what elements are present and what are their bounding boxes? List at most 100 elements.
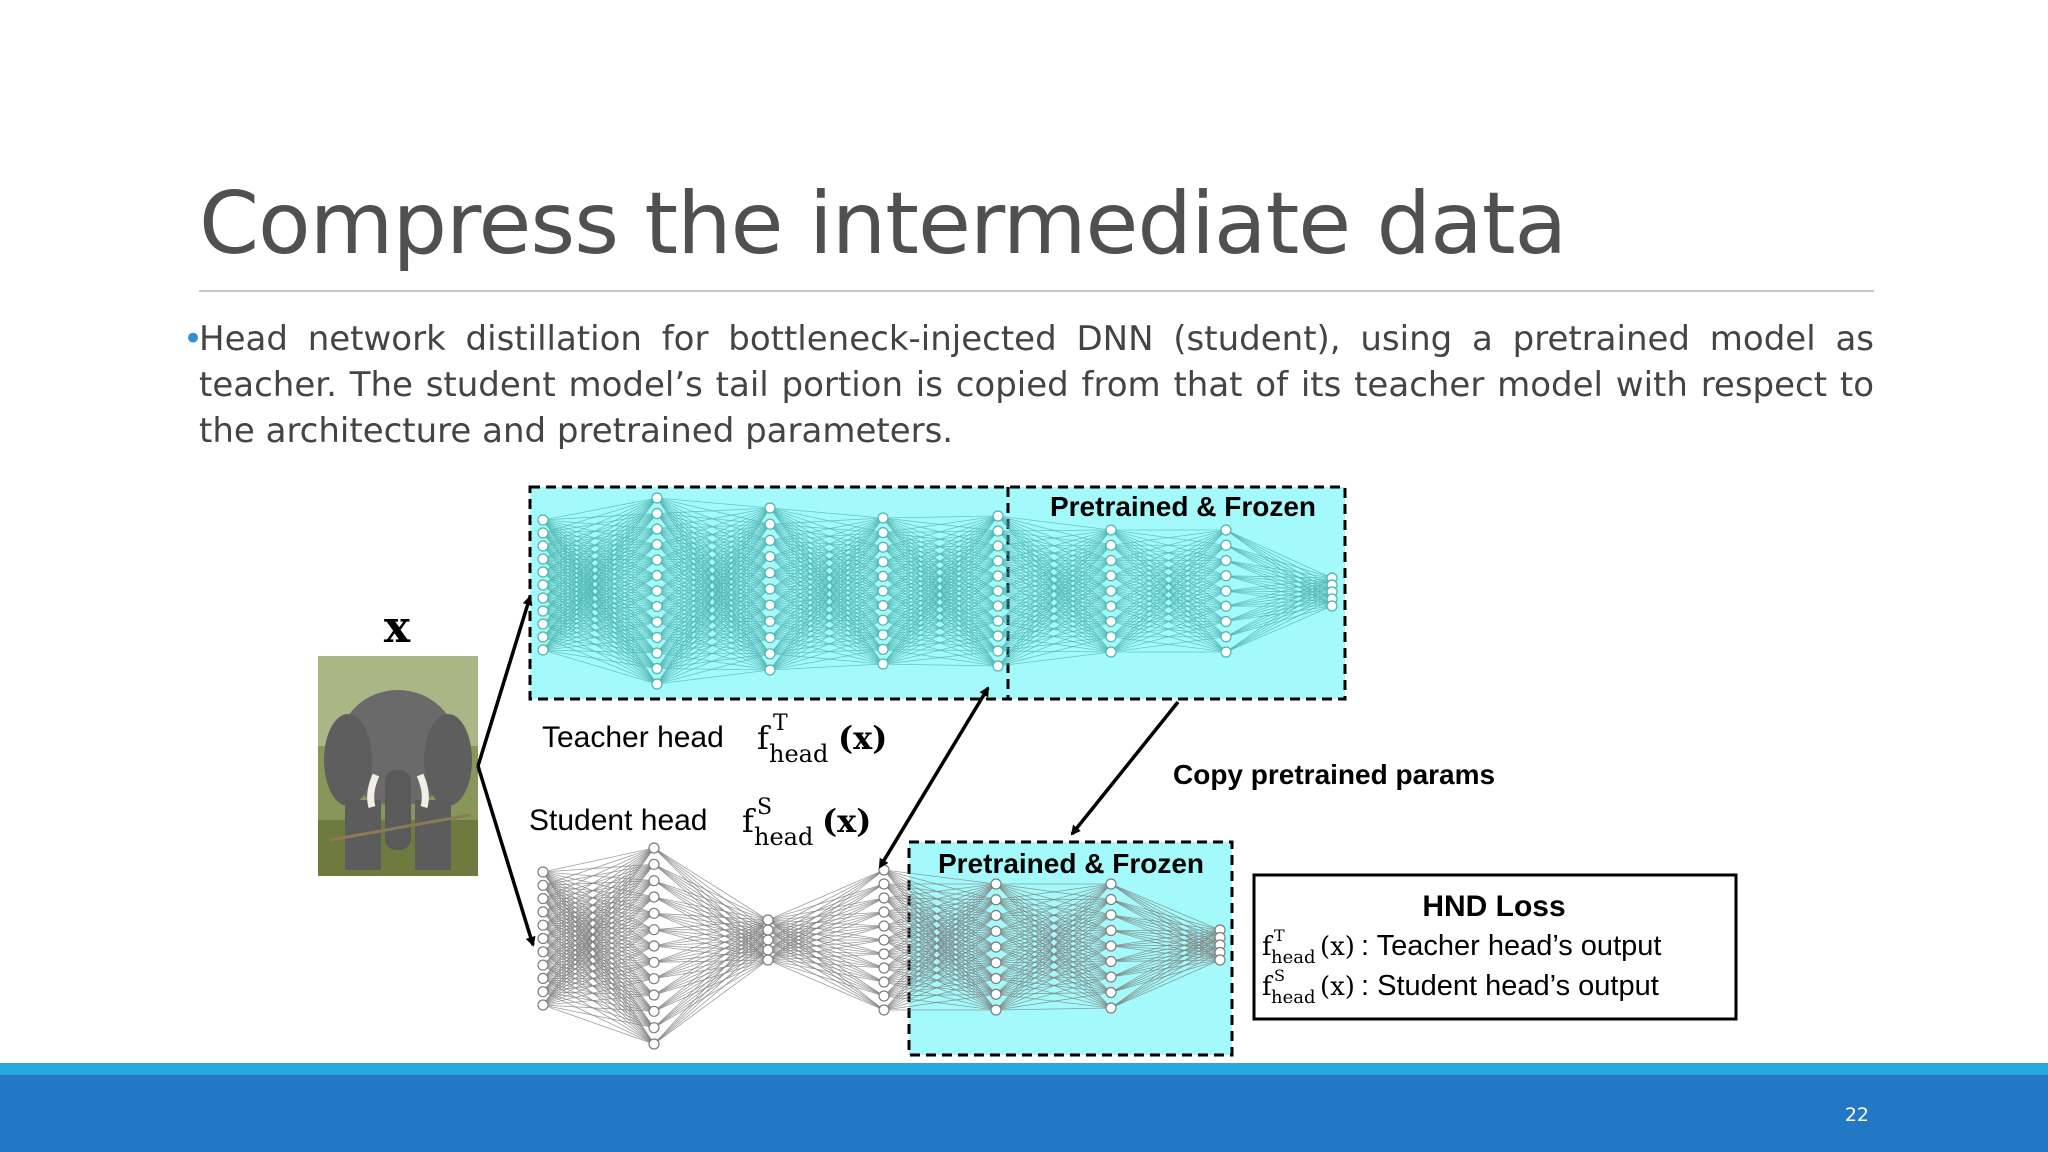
network-edge bbox=[653, 863, 769, 921]
network-edge bbox=[883, 930, 997, 955]
network-node bbox=[1220, 646, 1232, 658]
network-edge bbox=[656, 507, 771, 576]
network-edge bbox=[1225, 605, 1333, 638]
network-edge bbox=[769, 572, 884, 621]
network-node bbox=[651, 616, 663, 628]
footer-bar bbox=[0, 1075, 2048, 1152]
network-edge bbox=[883, 911, 997, 916]
network-edge bbox=[542, 649, 658, 685]
title-divider bbox=[199, 290, 1874, 292]
network-edge bbox=[1110, 952, 1221, 1009]
network-edge bbox=[542, 575, 658, 651]
network-edge bbox=[882, 515, 999, 665]
network-edge bbox=[769, 517, 884, 557]
network-node bbox=[990, 925, 1002, 937]
network-edge bbox=[1225, 590, 1333, 607]
network-node bbox=[651, 647, 663, 659]
network-edge bbox=[656, 572, 771, 685]
svg-text:f: f bbox=[1262, 932, 1274, 962]
network-edge bbox=[542, 584, 658, 654]
network-edge bbox=[769, 619, 884, 638]
network-edge bbox=[997, 605, 1112, 667]
network-edge bbox=[883, 899, 997, 927]
network-edge bbox=[1225, 584, 1333, 607]
teacher-network bbox=[537, 492, 1338, 690]
network-edge bbox=[542, 528, 658, 651]
network-edge bbox=[656, 507, 771, 638]
network-edge bbox=[542, 991, 655, 1029]
network-node bbox=[990, 957, 1002, 969]
network-edge bbox=[769, 572, 884, 665]
network-edge bbox=[883, 883, 997, 983]
network-edge bbox=[882, 545, 999, 665]
network-edge bbox=[653, 929, 769, 1012]
network-edge bbox=[769, 590, 884, 655]
network-edge bbox=[542, 497, 658, 612]
network-edge bbox=[883, 883, 997, 948]
network-edge bbox=[1110, 959, 1221, 1009]
network-edge bbox=[769, 604, 884, 636]
network-node bbox=[1105, 570, 1117, 582]
network-edge bbox=[883, 869, 997, 979]
network-node bbox=[648, 1038, 660, 1050]
network-edge bbox=[542, 945, 655, 1006]
network-node bbox=[1105, 955, 1117, 968]
network-edge bbox=[542, 597, 658, 654]
network-edge bbox=[1110, 937, 1221, 1009]
network-edge bbox=[653, 929, 769, 1045]
network-edge bbox=[767, 925, 885, 941]
network-node bbox=[651, 585, 663, 597]
network-edge bbox=[653, 919, 769, 980]
network-edge bbox=[1225, 529, 1333, 586]
network-edge bbox=[769, 621, 884, 665]
network-edge bbox=[1110, 529, 1227, 638]
network-edge bbox=[769, 546, 884, 590]
network-edge bbox=[542, 623, 658, 685]
network-edge bbox=[882, 635, 999, 665]
network-edge bbox=[542, 847, 655, 899]
svg-text:f: f bbox=[742, 802, 756, 840]
network-edge bbox=[883, 883, 997, 941]
network-edge bbox=[883, 930, 997, 983]
network-node bbox=[878, 1004, 890, 1016]
network-edge bbox=[883, 869, 997, 916]
network-edge bbox=[1110, 929, 1221, 993]
network-edge bbox=[767, 959, 885, 969]
network-edge bbox=[883, 967, 997, 979]
network-edge bbox=[883, 995, 997, 1011]
network-edge bbox=[883, 978, 997, 1011]
network-edge bbox=[542, 978, 655, 1006]
network-edge bbox=[542, 544, 658, 612]
network-edge bbox=[769, 604, 884, 650]
network-edge bbox=[1225, 605, 1333, 622]
network-edge bbox=[769, 546, 884, 606]
network-edge bbox=[883, 962, 997, 983]
network-node bbox=[878, 948, 890, 960]
network-node bbox=[990, 941, 1002, 953]
network-edge bbox=[883, 967, 997, 995]
network-edge bbox=[542, 497, 658, 547]
network-edge bbox=[883, 925, 997, 932]
network-edge bbox=[653, 959, 769, 1012]
network-edge bbox=[995, 883, 1112, 964]
network-edge bbox=[769, 572, 884, 636]
network-edge bbox=[882, 515, 999, 577]
network-node bbox=[651, 678, 663, 690]
network-edge bbox=[542, 497, 658, 521]
network-edge bbox=[882, 650, 999, 665]
network-edge bbox=[883, 911, 997, 932]
network-edge bbox=[767, 925, 885, 931]
network-edge bbox=[883, 869, 997, 995]
network-edge bbox=[883, 883, 997, 1011]
network-node bbox=[537, 592, 549, 604]
svg-text:head: head bbox=[1271, 947, 1316, 968]
network-edge bbox=[1225, 577, 1333, 622]
network-edge bbox=[542, 590, 658, 651]
network-edge bbox=[883, 883, 997, 913]
network-node bbox=[537, 919, 549, 931]
network-node bbox=[648, 940, 660, 952]
network-edge bbox=[542, 880, 655, 1006]
network-edge bbox=[883, 911, 997, 948]
network-edge bbox=[883, 993, 997, 1011]
network-edge bbox=[769, 576, 884, 671]
